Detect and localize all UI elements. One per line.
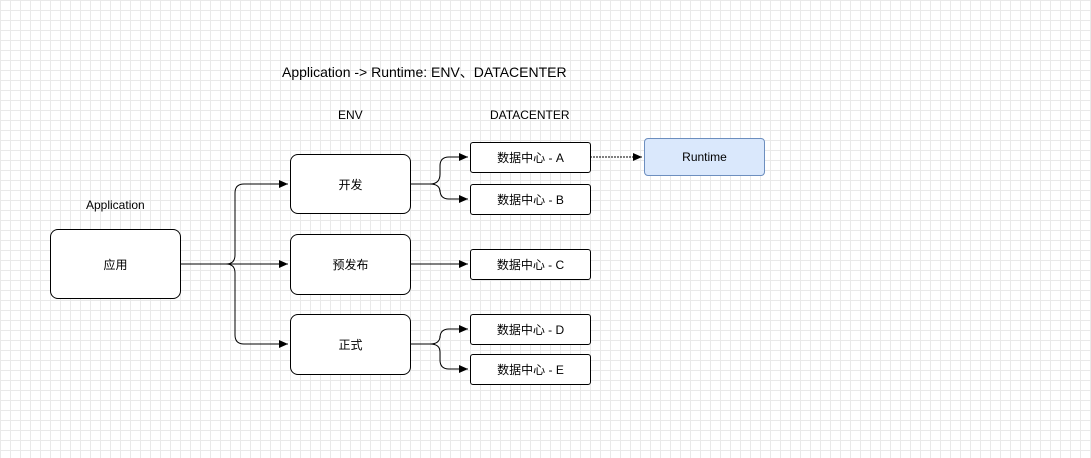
datacenter-a-node[interactable]: 数据中心 - A — [470, 142, 591, 173]
datacenter-c-node[interactable]: 数据中心 - C — [470, 249, 591, 280]
datacenter-column-label: DATACENTER — [490, 108, 570, 122]
application-column-label: Application — [86, 198, 145, 212]
datacenter-d-node[interactable]: 数据中心 - D — [470, 314, 591, 345]
application-node[interactable]: 应用 — [50, 229, 181, 299]
edge-dev-to-dc-b — [410, 183, 468, 203]
edge-app-to-prod — [180, 263, 288, 348]
edge-prod-to-dc-d — [410, 325, 468, 345]
edge-prod-to-dc-e — [410, 343, 468, 373]
edge-app-to-dev — [180, 180, 288, 265]
env-column-label: ENV — [338, 108, 363, 122]
diagram-title: Application -> Runtime: ENV、DATACENTER — [282, 64, 567, 80]
env-dev-node[interactable]: 开发 — [290, 154, 411, 214]
edge-dev-to-dc-a — [410, 153, 468, 185]
datacenter-b-node[interactable]: 数据中心 - B — [470, 184, 591, 215]
runtime-node[interactable]: Runtime — [644, 138, 765, 176]
env-pre-node[interactable]: 预发布 — [290, 234, 411, 295]
datacenter-e-node[interactable]: 数据中心 - E — [470, 354, 591, 385]
env-prod-node[interactable]: 正式 — [290, 314, 411, 375]
